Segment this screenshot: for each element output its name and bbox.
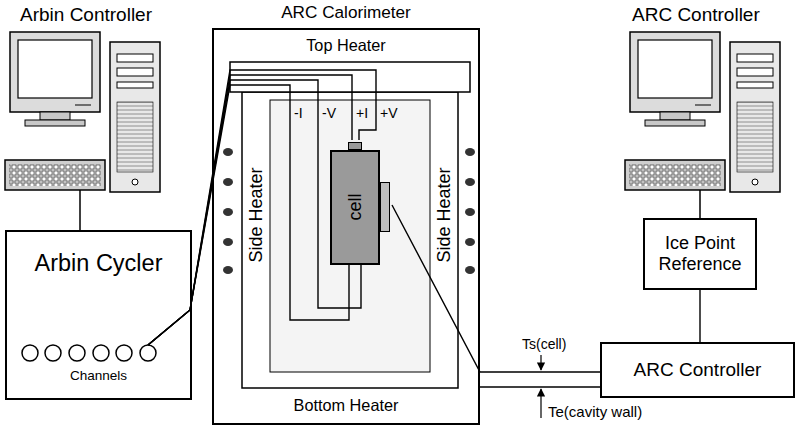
cavity: [242, 92, 458, 388]
wire: [148, 75, 352, 345]
cable: [699, 190, 701, 218]
device-name: Arbin Cycler: [7, 250, 190, 277]
computer-icon: [5, 32, 160, 192]
chamber: [270, 100, 430, 372]
heater-label: Side Heater: [434, 167, 455, 262]
cell-terminal: [348, 142, 362, 150]
pointer-arrow: [540, 355, 541, 370]
pointer-arrow: [540, 389, 541, 418]
channel-sockets: [22, 345, 156, 361]
calorimeter-title: ARC Calorimeter: [214, 3, 478, 23]
wire: [480, 386, 600, 387]
reference-box: Ice Point Reference: [643, 218, 757, 290]
thermocouple-tab: [380, 182, 390, 232]
lid: [230, 62, 470, 92]
signal-name: +I: [356, 105, 368, 121]
box-label: Ice Point Reference: [649, 233, 751, 274]
computer-icon: [625, 32, 780, 192]
signal-name: -V: [322, 105, 336, 121]
wire: [392, 205, 600, 372]
heater-label: Top Heater: [214, 36, 478, 55]
heater-elements: [223, 148, 475, 274]
connector: [392, 205, 600, 372]
heater-label: Bottom Heater: [214, 396, 478, 415]
connector: [480, 387, 600, 388]
device-title: Arbin Controller: [20, 4, 152, 26]
signal-name: -I: [294, 105, 303, 121]
calorimeter-housing: ARC CalorimeterTop HeaterSide HeaterSide…: [212, 28, 480, 425]
box-label: ARC Controller: [634, 359, 762, 381]
wire: [148, 85, 349, 345]
cable: [79, 190, 81, 230]
wire: [699, 290, 700, 342]
channel-label: Channels: [7, 368, 190, 384]
sensor-label: Ts(cell): [522, 336, 566, 352]
heater-label: Side Heater: [246, 167, 267, 262]
cell-label: cell: [345, 193, 366, 220]
signal-name: +V: [380, 105, 398, 121]
device-title: ARC Controller: [632, 4, 760, 26]
controller-box: ARC Controller: [600, 342, 795, 398]
cycler-box: Arbin CyclerChannels: [5, 230, 192, 400]
connector: [700, 290, 701, 342]
battery-cell: cell: [330, 150, 380, 265]
sensor-label: Te(cavity wall): [548, 403, 642, 420]
